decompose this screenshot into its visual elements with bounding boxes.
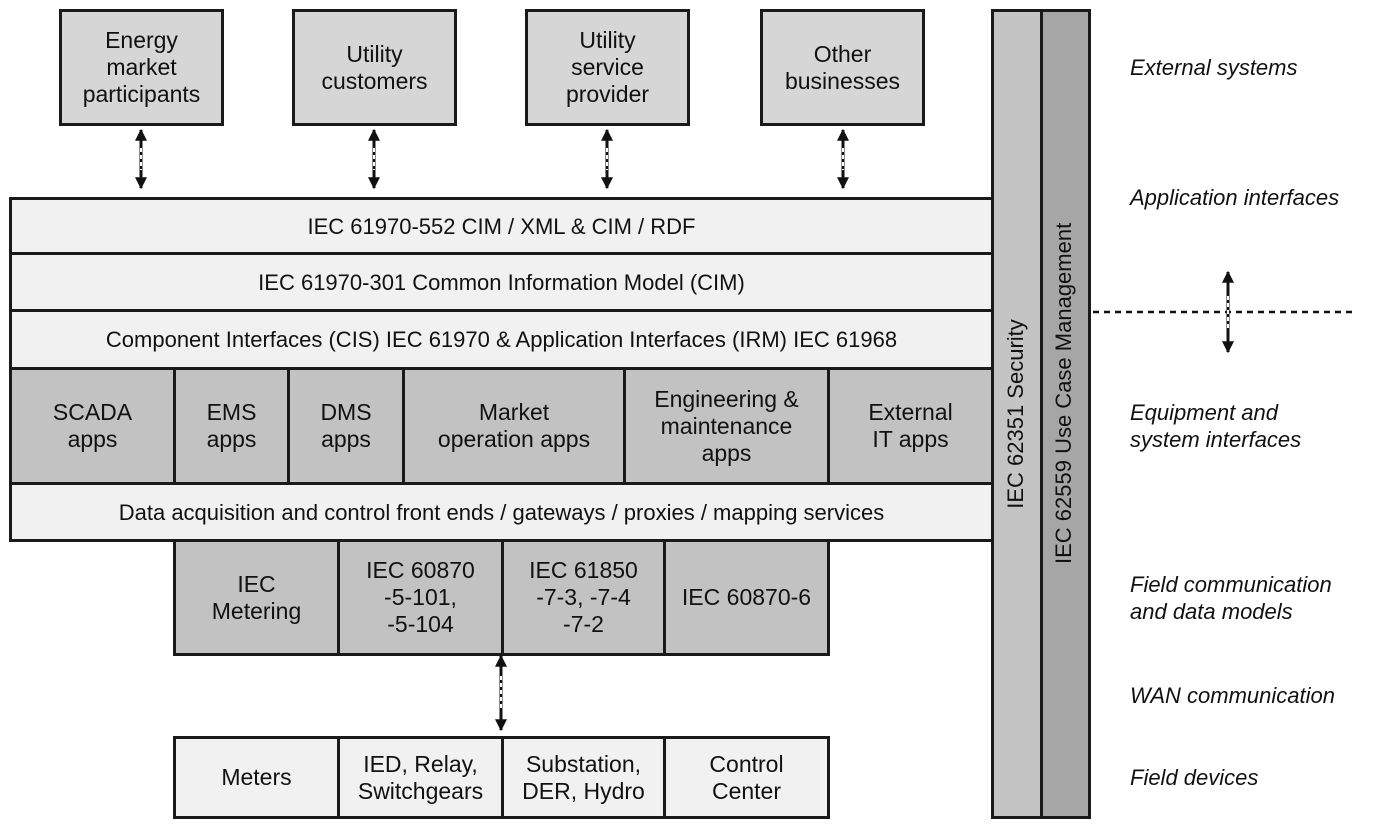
box-iec-metering: IEC Metering <box>173 539 340 656</box>
box-meters: Meters <box>173 736 340 819</box>
bar-data-acquisition: Data acquisition and control front ends … <box>9 482 994 542</box>
box-other-businesses: Other businesses <box>760 9 925 126</box>
label-external-systems: External systems <box>1130 55 1298 80</box>
box-ems-apps: EMS apps <box>173 367 290 485</box>
label-field-devices: Field devices <box>1130 765 1259 790</box>
vbar-use-case-management <box>1040 9 1091 819</box>
box-scada-apps: SCADA apps <box>9 367 176 485</box>
box-control-center: Control Center <box>663 736 830 819</box>
box-ied-relay-switchgears: IED, Relay, Switchgears <box>337 736 504 819</box>
bar-cim-xml-rdf: IEC 61970-552 CIM / XML & CIM / RDF <box>9 197 994 255</box>
box-iec-61850: IEC 61850 -7-3, -7-4 -7-2 <box>501 539 666 656</box>
label-field-communication: Field communication and data models <box>1130 572 1332 624</box>
box-substation-der-hydro: Substation, DER, Hydro <box>501 736 666 819</box>
box-iec-60870-5: IEC 60870 -5-101, -5-104 <box>337 539 504 656</box>
box-utility-customers: Utility customers <box>292 9 457 126</box>
box-energy-market-participants: Energy market participants <box>59 9 224 126</box>
box-market-operation-apps: Market operation apps <box>402 367 626 485</box>
label-wan-communication: WAN communication <box>1130 683 1335 708</box>
box-iec-60870-6: IEC 60870-6 <box>663 539 830 656</box>
label-equipment-interfaces: Equipment and system interfaces <box>1130 400 1302 452</box>
box-utility-service-provider: Utility service provider <box>525 9 690 126</box>
box-engineering-maintenance-apps: Engineering & maintenance apps <box>623 367 830 485</box>
box-dms-apps: DMS apps <box>287 367 405 485</box>
security-label: IEC 62351 Security <box>1003 319 1028 509</box>
label-application-interfaces: Application interfaces <box>1130 185 1340 210</box>
bar-component-interfaces: Component Interfaces (CIS) IEC 61970 & A… <box>9 309 994 370</box>
bar-common-information-model: IEC 61970-301 Common Information Model (… <box>9 252 994 312</box>
use-case-management-label: IEC 62559 Use Case Management <box>1051 222 1076 564</box>
box-external-it-apps: External IT apps <box>827 367 994 485</box>
external-systems-arrows <box>135 128 849 190</box>
